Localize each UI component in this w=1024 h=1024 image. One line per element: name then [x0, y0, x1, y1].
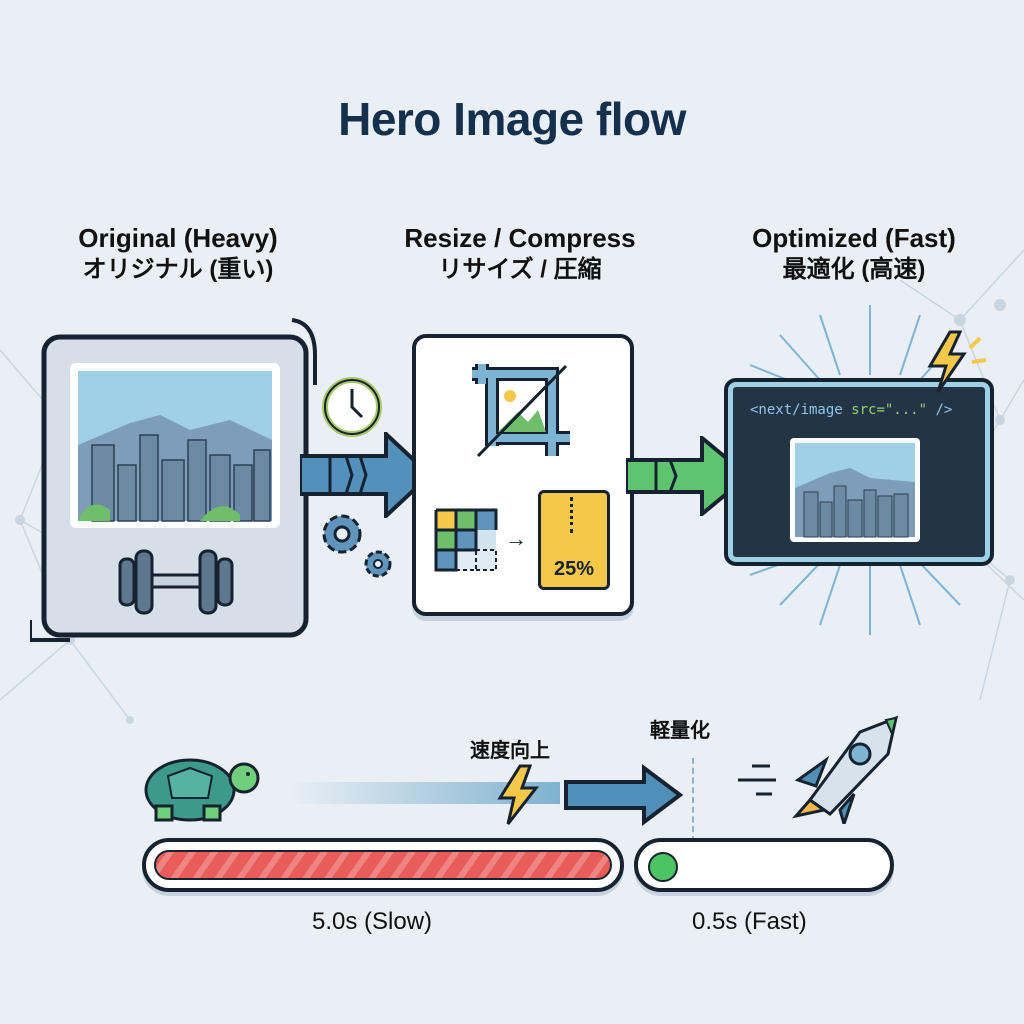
optimized-code-window: <next/image src="..." />: [724, 378, 994, 566]
rocket-icon: [738, 715, 899, 824]
speed-arrow-icon: [564, 764, 684, 826]
lightning-icon: [927, 330, 987, 393]
page-title: Hero Image flow: [338, 93, 686, 145]
slow-progress-bar: [142, 838, 624, 892]
stage-label-optimized-en: Optimized (Fast): [752, 223, 956, 253]
compression-badge: 25%: [553, 558, 595, 580]
gears-icon: [322, 514, 392, 578]
stage-label-resize-en: Resize / Compress: [404, 223, 636, 253]
stage-label-resize-jp: リサイズ / 圧縮: [438, 256, 602, 283]
speed-lightning-icon: [497, 764, 540, 825]
slow-time-label: 5.0s (Slow): [312, 908, 433, 935]
zipper-icon: [570, 497, 577, 533]
dumbbell-icon: [118, 549, 234, 615]
optimized-photo-icon: [790, 438, 920, 542]
stage-label-original-en: Original (Heavy): [78, 223, 278, 253]
code-tag: <next/image: [750, 402, 843, 418]
fast-progress-bar: [634, 838, 894, 892]
pixel-grid-icon: [434, 508, 498, 572]
stage-label-original-jp: オリジナル (重い): [82, 256, 274, 283]
speed-boost-label: 速度向上: [470, 740, 550, 762]
zip-file-icon: 25%: [538, 490, 610, 590]
speed-trail: [290, 782, 560, 804]
burst-lines-decoration: [749, 305, 961, 635]
fast-progress-dot: [648, 852, 678, 882]
code-snippet: <next/image src="..." />: [750, 402, 952, 418]
fast-time-label: 0.5s (Fast): [692, 908, 807, 935]
lighten-label: 軽量化: [650, 720, 710, 742]
code-end: />: [927, 402, 953, 418]
code-attr: src="...": [851, 402, 928, 418]
slow-progress-fill: [154, 850, 612, 880]
divider-dashed: [692, 758, 694, 842]
stage-label-original: Original (Heavy) オリジナル (重い): [18, 222, 338, 286]
small-arrow-icon: →: [505, 526, 527, 551]
stage-label-resize: Resize / Compress リサイズ / 圧縮: [360, 222, 680, 286]
original-image-panel: [30, 318, 317, 642]
crop-icon: [472, 364, 570, 458]
clock-icon: [322, 377, 382, 437]
arrow-original-to-resize: [300, 432, 433, 518]
stage-label-optimized-jp: 最適化 (高速): [782, 256, 926, 283]
stage-label-optimized: Optimized (Fast) 最適化 (高速): [694, 222, 1014, 286]
turtle-icon: [144, 758, 260, 822]
